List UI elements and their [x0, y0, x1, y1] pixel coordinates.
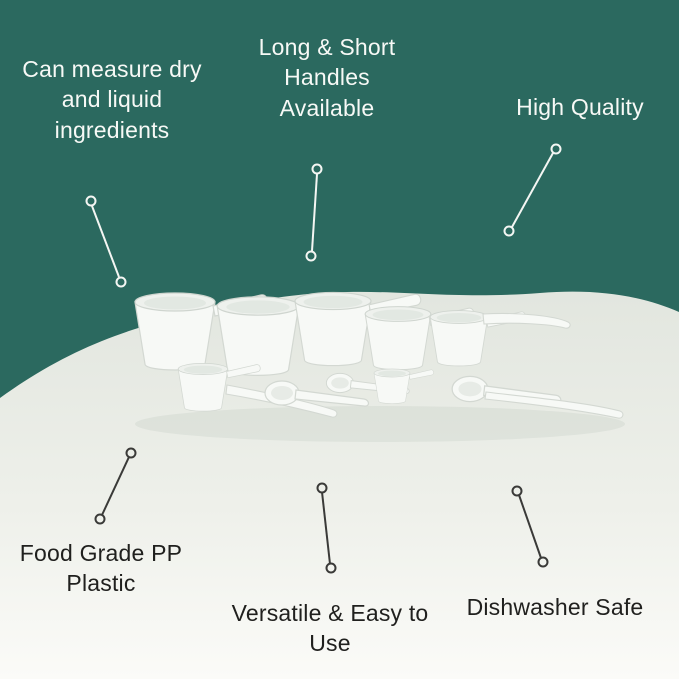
- measuring-cups-photo: [134, 291, 625, 442]
- callout-pin-bottom-left: [94, 447, 137, 525]
- callout-pin-bottom-right: [511, 485, 549, 568]
- callout-pin-top-right: [503, 143, 562, 237]
- callout-pin-bottom-center: [316, 482, 337, 574]
- callout-pin-top-left: [85, 195, 127, 288]
- callout-pin-top-center: [305, 163, 323, 262]
- background-wave: [0, 291, 679, 679]
